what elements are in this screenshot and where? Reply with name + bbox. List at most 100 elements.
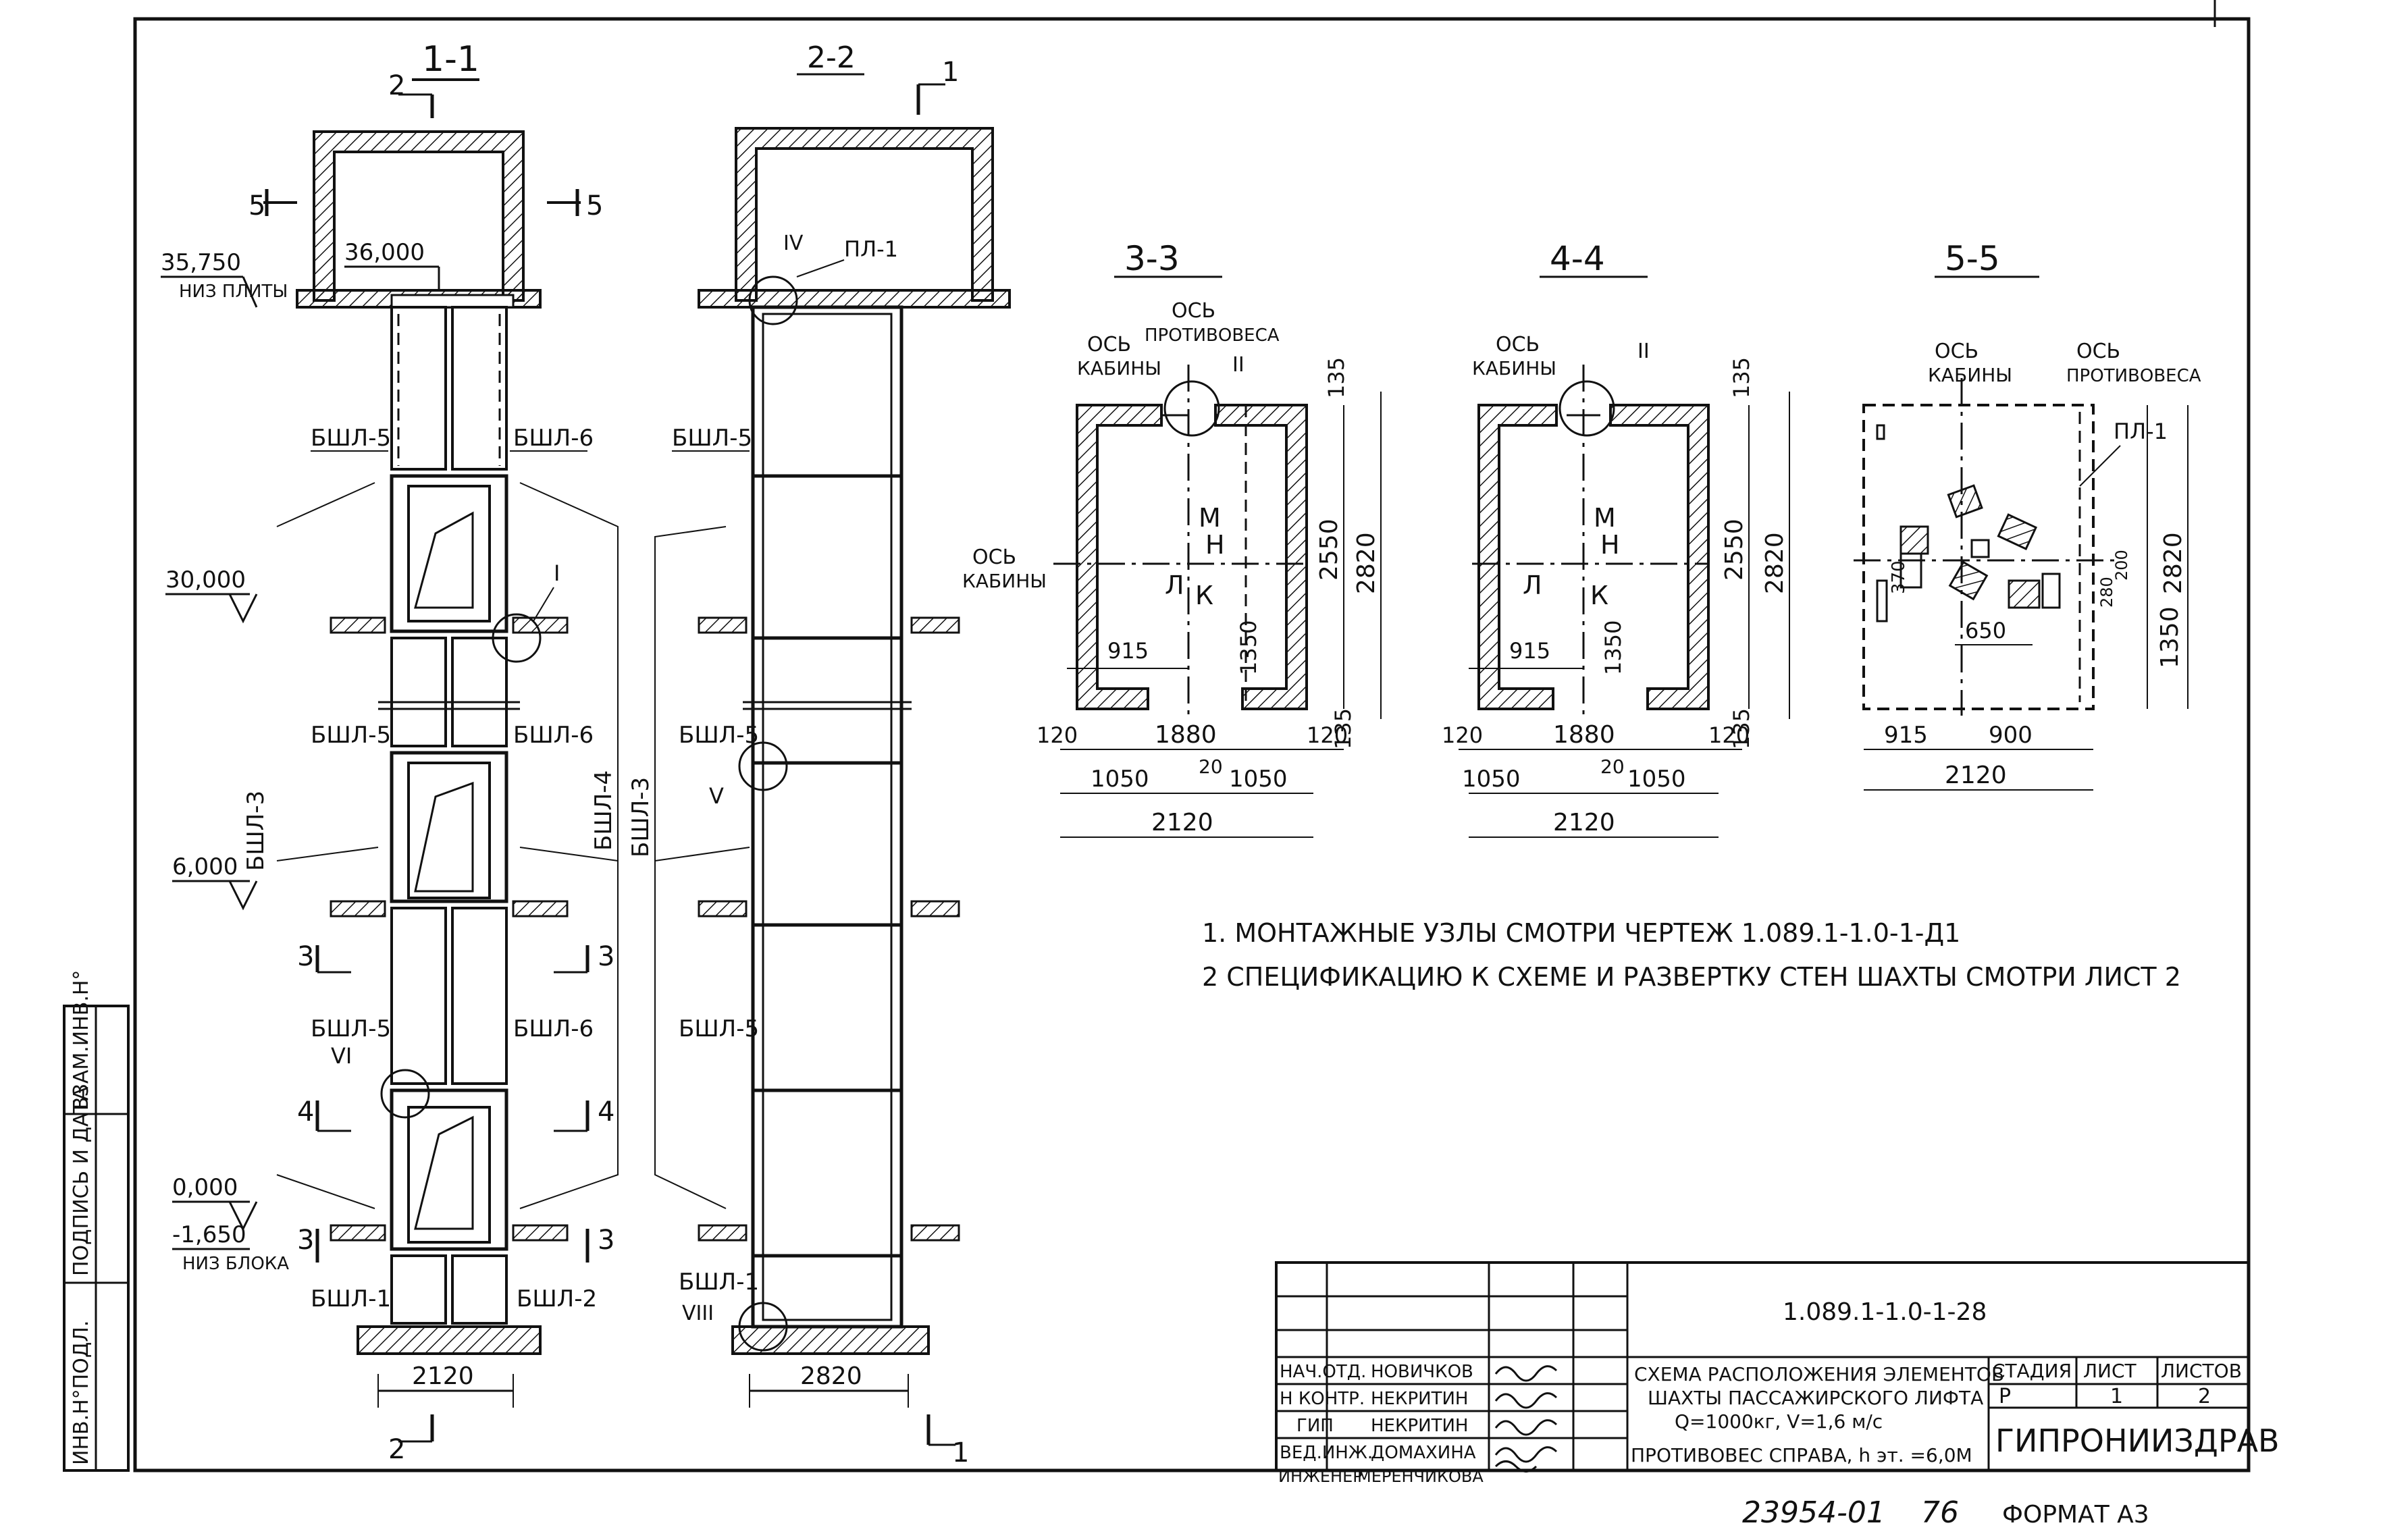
side-stamp: ИНВ.Н°ПОДЛ. ПОДПИСЬ И ДАТА ВЗАМ.ИНВ.Н° — [63, 970, 130, 1472]
side-stamp-inv-podl: ИНВ.Н°ПОДЛ. — [70, 1321, 93, 1465]
tb-org: ГИПРОНИИЗДРАВ — [1995, 1423, 2280, 1459]
plan55-label-pl1: ПЛ-1 — [2114, 419, 2168, 444]
archive-number: 23954-01 — [1742, 1495, 1885, 1530]
plan44-letter-n: Н — [1600, 530, 1620, 560]
label-bshl5-b: БШЛ-5 — [311, 722, 391, 749]
plan33-dim-20: 20 — [1199, 755, 1223, 778]
node-label-II-33: II — [1232, 353, 1244, 377]
level-0000: 0,000 — [172, 1174, 238, 1201]
note-2: 2 СПЕЦИФИКАЦИЮ К СХЕМЕ И РАЗВЕРТКУ СТЕН … — [1202, 962, 2181, 992]
plan44-dim-1050-a: 1050 — [1462, 766, 1521, 793]
section-2-2: 2-2 1 IV ПЛ-1 БШЛ-5 — [627, 41, 1011, 1468]
plan-3-3: 3-3 II ОСЬ КАБИНЫ ОСЬ ПРОТИВОВЕСА ОСЬ КА… — [962, 239, 1382, 838]
plan55-dim-370: 370 — [1889, 560, 1909, 594]
label-bshl1: БШЛ-1 — [311, 1285, 391, 1312]
plan44-dim-1880: 1880 — [1553, 721, 1615, 749]
label-bshl2: БШЛ-2 — [517, 1285, 597, 1312]
plan55-equipment-3 — [1948, 560, 1989, 601]
level-minus1650: -1,650 — [172, 1221, 246, 1248]
label-bshl1-2-2: БШЛ-1 — [679, 1269, 759, 1296]
plan55-axis-cw-word: ОСЬ — [2076, 340, 2120, 363]
machine-room-walls-2-2 — [735, 127, 994, 302]
level-36000: 36,000 — [344, 239, 425, 266]
plan55-dim-1350: 1350 — [2156, 606, 2184, 668]
plan33-cabin-left-word: КАБИНЫ — [962, 570, 1047, 592]
plan33-dim-1050-a: 1050 — [1091, 766, 1149, 793]
label-bshl5-2-2-b: БШЛ-5 — [679, 722, 759, 749]
label-bshl5-2-2-c: БШЛ-5 — [679, 1015, 759, 1042]
level-35750: 35,750 — [161, 249, 241, 276]
node-label-VI: VI — [331, 1043, 352, 1069]
tb-desc-4: ПРОТИВОВЕС СПРАВА, h эт. =6,0М — [1631, 1444, 1972, 1466]
plan-5-5-title: 5-5 — [1945, 239, 2000, 278]
node-circle-I — [492, 613, 542, 663]
tb-stage-value: Р — [1999, 1385, 2011, 1408]
cut-mark-4-right: 4 — [598, 1096, 614, 1127]
plan44-dim-2120: 2120 — [1553, 809, 1615, 837]
cut-mark-5-left: 5 — [248, 190, 265, 221]
general-notes: 1. МОНТАЖНЫЕ УЗЛЫ СМОТРИ ЧЕРТЕЖ 1.089.1-… — [1202, 918, 2181, 992]
tb-role-4: ИНЖЕНЕР — [1278, 1467, 1363, 1486]
node-label-IV: IV — [783, 232, 804, 255]
node-circle-VI — [380, 1069, 430, 1119]
plan55-equipment-5 — [2008, 579, 2041, 609]
level-6000: 6,000 — [172, 853, 238, 880]
plan55-dim-650: 650 — [1965, 618, 2006, 643]
tb-desc-3: Q=1000кг, V=1,6 м/с — [1675, 1410, 1883, 1433]
format-label: ФОРМАТ А3 — [2002, 1501, 2149, 1529]
tb-name-4: МЕРЕНЧИКОВА — [1357, 1467, 1484, 1486]
plan33-cabin-word: КАБИНЫ — [1077, 357, 1161, 379]
shaft-blocks-2-2 — [743, 305, 912, 1329]
plan55-equipment-1 — [1899, 525, 1929, 555]
plan44-dim-120-right: 120 — [1708, 722, 1750, 748]
tb-name-2: НЕКРИТИН — [1371, 1416, 1468, 1436]
plan33-letter-l: Л — [1165, 570, 1184, 600]
node-label-VIII: VIII — [682, 1302, 714, 1325]
plan55-cw-word: ПРОТИВОВЕСА — [2066, 366, 2201, 386]
plan44-dim-1350: 1350 — [1600, 620, 1626, 675]
archive-page: 76 — [1921, 1495, 1959, 1530]
node-label-II-44: II — [1637, 340, 1650, 363]
machine-room-walls — [313, 130, 525, 302]
signature-2 — [1494, 1419, 1558, 1436]
plan55-dim-900: 900 — [1989, 722, 2033, 749]
plan55-axis-cabin-word: ОСЬ — [1935, 340, 1978, 363]
plan44-dim-1050-b: 1050 — [1627, 766, 1686, 793]
cut-mark-1-bottom: 1 — [952, 1437, 969, 1468]
section-2-2-title: 2-2 — [807, 41, 856, 75]
cut-mark-2-bottom: 2 — [388, 1434, 405, 1465]
node-label-V: V — [709, 783, 724, 809]
side-stamp-vzam-inv: ВЗАМ.ИНВ.Н° — [70, 970, 93, 1111]
label-bshl4: БШЛ-4 — [590, 770, 617, 851]
label-bshl5-a: БШЛ-5 — [311, 425, 391, 452]
section-1-1-title: 1-1 — [422, 39, 479, 80]
plan44-dim-2550: 2550 — [1721, 519, 1748, 581]
signature-1 — [1494, 1392, 1558, 1409]
tb-sheets-label: ЛИСТОВ — [2161, 1360, 2242, 1382]
node-circle-IV — [748, 275, 798, 325]
doc-code: 1.089.1-1.0-1-28 — [1783, 1298, 1987, 1326]
plan44-letter-l: Л — [1523, 570, 1542, 600]
tb-stage-label: СТАДИЯ — [1992, 1360, 2072, 1382]
plan44-dim-2820: 2820 — [1761, 532, 1789, 594]
plan55-dim-915: 915 — [1884, 722, 1928, 749]
tb-desc-2: ШАХТЫ ПАССАЖИРСКОГО ЛИФТА — [1648, 1387, 1983, 1409]
shaft-blocks-1-1 — [378, 306, 520, 1325]
plan33-letter-m: М — [1199, 503, 1221, 533]
tb-sheet-label: ЛИСТ — [2083, 1360, 2137, 1382]
plan33-dim-2820: 2820 — [1353, 532, 1380, 594]
tb-role-0: НАЧ.ОТД. — [1280, 1362, 1366, 1382]
label-pl1-2-2: ПЛ-1 — [844, 236, 898, 262]
sheet-frame — [133, 0, 2251, 1472]
cut-mark-1-top: 1 — [942, 57, 959, 88]
plan33-dim-915: 915 — [1107, 638, 1149, 664]
plan33-dim-2120: 2120 — [1151, 809, 1213, 837]
plan44-dim-135-bottom: 135 — [1729, 708, 1754, 749]
cut-mark-3-a-left: 3 — [297, 941, 314, 972]
plan-4-4: 4-4 II ОСЬ КАБИНЫ Л М Н К 135 2550 2820 … — [1442, 239, 1790, 838]
label-bshl6-c: БШЛ-6 — [513, 1015, 594, 1042]
signature-3 — [1494, 1446, 1558, 1463]
plan55-cabin-word: КАБИНЫ — [1928, 364, 2012, 386]
tb-role-1: Н КОНТР. — [1280, 1389, 1365, 1409]
tb-desc-1: СХЕМА РАСПОЛОЖЕНИЯ ЭЛЕМЕНТОВ — [1634, 1363, 2004, 1385]
